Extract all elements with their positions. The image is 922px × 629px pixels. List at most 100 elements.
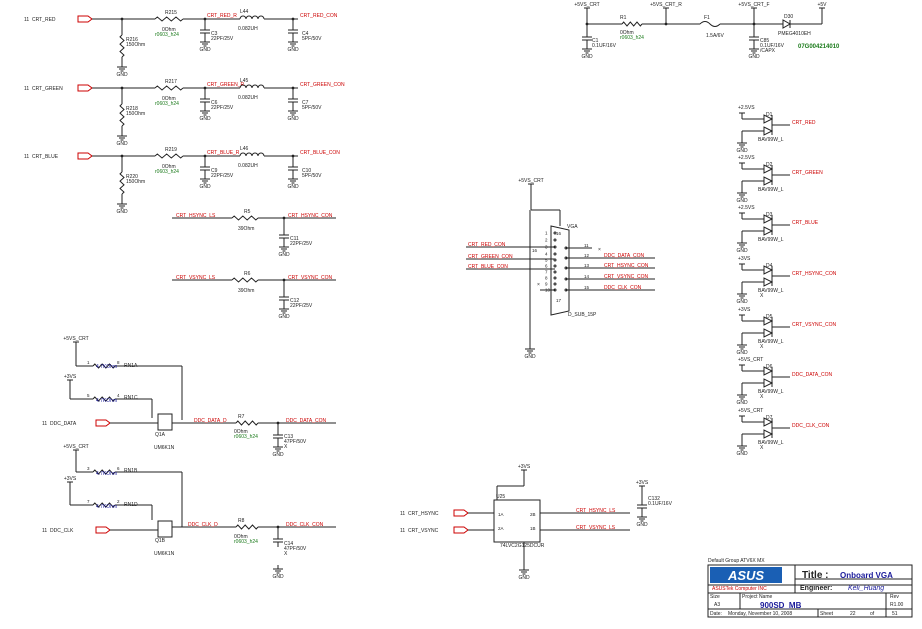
gnd-label: GND <box>287 47 299 53</box>
date-label: Date: <box>710 611 722 617</box>
input-crt_green-pin: 11 <box>24 86 29 92</box>
engineer-label: Engineer: <box>800 585 832 592</box>
input-crt-vsync-port <box>453 526 469 534</box>
input-crt_blue-port <box>77 152 93 160</box>
fuse-value: 1.5A/6V <box>706 33 724 39</box>
u25-body <box>493 499 541 543</box>
input-crt_blue-pin: 11 <box>24 154 29 160</box>
diode-symbol <box>763 429 774 439</box>
gnd-label: GND <box>736 299 748 305</box>
c14-value: 47PF/50V <box>284 546 307 552</box>
power-5v-label: +5V <box>817 2 827 8</box>
esd-part: BAV99W_L <box>758 339 784 345</box>
esd-power-label: +3VS <box>738 256 751 262</box>
diode-symbol <box>763 126 774 136</box>
vga-pin-number: 15 <box>584 285 590 290</box>
net-label: CRT_GREEN_CON <box>300 82 345 88</box>
rn1a-value: 4.7KOhm <box>96 364 117 370</box>
resistor-ref: R218 <box>126 106 138 112</box>
gnd-label: GND <box>287 116 299 122</box>
resistor-value: 0Ohm <box>162 164 176 170</box>
gnd-label: GND <box>524 354 536 360</box>
resistor-symbol <box>235 524 259 530</box>
q1a-part: UM6K1N <box>154 445 175 451</box>
rn1c-ref: RN1C <box>124 395 138 401</box>
gnd-label: GND <box>518 575 530 581</box>
esd-net: CRT_GREEN <box>792 170 823 176</box>
r8-package: r0603_h24 <box>234 539 258 545</box>
net-label: CRT_BLUE_CON <box>468 264 508 270</box>
diode-symbol <box>763 114 774 124</box>
pin-number: 2 <box>117 499 120 504</box>
resistor-symbol <box>119 103 125 127</box>
resistor-ref: R220 <box>126 174 138 180</box>
net-label: CRT_HSYNC_CON <box>604 263 649 269</box>
capacitor-ref: C10 <box>302 168 311 174</box>
c13-ref: C13 <box>284 434 293 440</box>
r7-value: 0Ohm <box>234 429 248 435</box>
gnd-label: GND <box>116 209 128 215</box>
esd-power-label: +2.5VS <box>738 205 755 211</box>
sheet-value: 22 <box>850 611 856 617</box>
net-label: CRT_VSYNC_CON <box>288 275 332 281</box>
vga-pin <box>553 252 557 256</box>
vga-pin <box>553 264 557 268</box>
pin-number: 1 <box>87 360 90 365</box>
gnd-label: GND <box>199 47 211 53</box>
capacitor-ref: C7 <box>302 100 309 106</box>
resistor-symbol <box>92 502 116 508</box>
rev-value: R1.00 <box>890 602 904 608</box>
rn1b-value: 4.7KOhm <box>96 471 117 477</box>
vga-pin-number: 11 <box>584 243 589 248</box>
resistor-value: 150Ohm <box>126 42 145 48</box>
capacitor-value: 22PF/25V <box>211 36 234 42</box>
ddc-pwr-crt-label: +5VS_CRT <box>63 444 88 450</box>
vga-pin-number: 13 <box>584 263 590 268</box>
input-crt-hsync-pin: 11 <box>400 511 405 517</box>
sheets-value: 51 <box>892 611 898 617</box>
esd-power-label: +5VS_CRT <box>738 357 763 363</box>
power-crt-f-label: +5VS_CRT_F <box>738 2 769 8</box>
esd-part: BAV99W_L <box>758 137 784 143</box>
gnd-label: GND <box>272 574 284 580</box>
c13-value: 47PF/50V <box>284 439 307 445</box>
esd-net: DDC_DATA_CON <box>792 372 832 378</box>
c85-ref: C85 <box>760 38 769 44</box>
input-ddc-data-net: DDC_DATA <box>50 421 77 427</box>
gnd-label: GND <box>116 141 128 147</box>
resistor-value: 0Ohm <box>162 96 176 102</box>
diode-symbol <box>763 164 774 174</box>
net-label: CRT_HSYNC_LS <box>176 213 216 219</box>
input-crt_red-pin: 11 <box>24 17 29 23</box>
vga-pin-number: 9 <box>545 282 548 287</box>
c132-power-label: +3VS <box>636 480 649 486</box>
inductor-symbol <box>239 152 265 157</box>
rn1b-ref: RN1B <box>124 468 138 474</box>
rn1d-ref: RN1D <box>124 502 138 508</box>
diode-symbol <box>763 366 774 376</box>
diode-ref: D30 <box>784 14 793 20</box>
diode-symbol <box>782 19 792 29</box>
esd-x: X <box>760 344 764 350</box>
resistor-value: 150Ohm <box>126 179 145 185</box>
net-label: CRT_VSYNC_CON <box>604 274 648 280</box>
inductor-ref: L46 <box>240 146 249 152</box>
vga-power-label: +5VS_CRT <box>518 178 543 184</box>
resistor-ref: R215 <box>165 10 177 16</box>
c132-value: 0.1UF/16V <box>648 501 673 507</box>
u25-part: 74LVC2G125DCUR <box>500 543 545 549</box>
c85-value: 0.1UF/16V <box>760 43 785 49</box>
diode-symbol <box>763 378 774 388</box>
resistor-value: 150Ohm <box>126 111 145 117</box>
input-crt-hsync-port <box>453 509 469 517</box>
mosfet-symbol <box>157 413 173 431</box>
fuse-ref: F1 <box>704 15 710 21</box>
capacitor-value: 5PF/50V <box>302 173 322 179</box>
gnd-label: GND <box>636 522 648 528</box>
vga-pin-number: 14 <box>584 274 590 279</box>
net-label: CRT_HSYNC_CON <box>288 213 333 219</box>
gnd-label: GND <box>581 54 593 60</box>
gnd-label: GND <box>278 314 290 320</box>
pin-number: 6 <box>117 466 120 471</box>
